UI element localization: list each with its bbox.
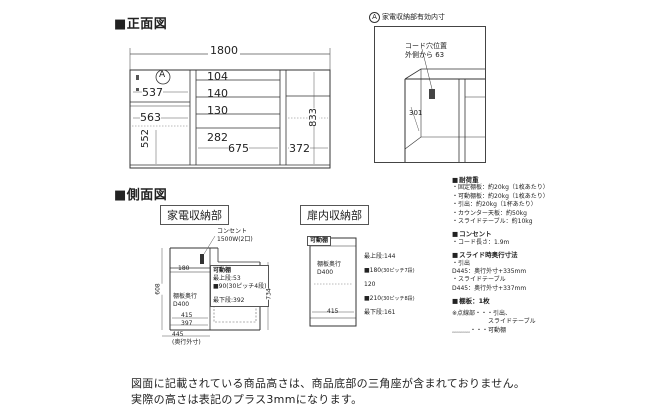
- kaden-consent-note: コンセント 1500W(2口): [217, 228, 253, 243]
- note-row: スライドテーブル: [452, 318, 536, 326]
- inset-drawing: [404, 48, 485, 162]
- kaden-label-box: 家電収納部: [160, 205, 229, 225]
- dim-563: 563: [140, 111, 161, 124]
- tobira-label-box: 扉内収納部: [300, 205, 369, 225]
- dim-833: 833: [308, 107, 320, 128]
- dim-537: 537: [142, 86, 163, 99]
- caption-line1: 図面に記載されている商品高さは、商品底部の三角座が含まれておりません。: [131, 377, 526, 390]
- kaden-d608: 608: [154, 283, 163, 295]
- kaden-d397: 397: [181, 320, 193, 327]
- side-view-title: ■側面図: [114, 188, 168, 203]
- note-row: ・スライドテーブル: [452, 276, 506, 284]
- tobira-d415: 415: [327, 308, 339, 315]
- kaden-shelf-box: 可動棚 最上段:53 ■90(30ピッチ4段) 最下段:392: [210, 265, 270, 307]
- kaden-d415: 415: [181, 312, 193, 319]
- tobira-levels: 最上段:144 ■180(30ピッチ7段) 120 ■210(30ピッチ8段) …: [364, 253, 415, 316]
- caption-line2: 実際の高さは表記のプラス3mmになります。: [131, 393, 363, 406]
- front-marker-label: A: [159, 70, 166, 80]
- note-row: ・固定棚板：約20kg（1枚あたり）: [452, 184, 549, 192]
- spec-notes: 耐荷重・固定棚板：約20kg（1枚あたり）・可動棚板：約20kg（1枚あたり）・…: [452, 176, 632, 335]
- dim-301: 301: [409, 109, 423, 117]
- note-heading: コンセント: [452, 230, 632, 238]
- dim-675: 675: [228, 142, 249, 155]
- note-row: ・コード長さ：1.9m: [452, 238, 510, 246]
- note-row: D445：奥行外寸+335mm: [452, 268, 527, 276]
- note-row: ・カウンター天板：約50kg: [452, 209, 527, 217]
- note-heading: 耐荷重: [452, 176, 632, 184]
- inset-frame: [374, 26, 486, 163]
- dim-130: 130: [207, 104, 228, 117]
- dim-282: 282: [207, 131, 228, 144]
- note-heading: 棚板：1枚: [452, 297, 632, 305]
- kaden-label: 家電収納部: [167, 209, 222, 222]
- tobira-label: 扉内収納部: [307, 209, 362, 222]
- note-row: ・引出：約20kg（1杯あたり）: [452, 201, 537, 209]
- front-width-label: 1800: [208, 44, 240, 57]
- kaden-d734: 734: [265, 288, 274, 300]
- note-row: D445：奥行外寸+337mm: [452, 284, 527, 292]
- cord-note: コード穴位置 外側から 63: [405, 42, 447, 59]
- tobira-side-drawing: [309, 237, 357, 327]
- tobira-tanaita: 棚板奥行 D400: [317, 261, 342, 276]
- dim-140: 140: [207, 87, 228, 100]
- kaden-d180: 180: [178, 265, 190, 272]
- note-row: ※点線部・・・引出、: [452, 309, 512, 317]
- note-heading: スライド時奥行寸法: [452, 251, 632, 259]
- front-view-title: ■正面図: [114, 17, 168, 32]
- dim-372: 372: [289, 142, 310, 155]
- caption: 図面に記載されている商品高さは、商品底部の三角座が含まれておりません。 実際の高…: [131, 376, 525, 408]
- note-row: ・引出: [452, 259, 471, 267]
- kaden-d445: 445(奥行外寸): [172, 331, 201, 346]
- note-row: ・スライドテーブル：約10kg: [452, 218, 533, 226]
- kaden-tanaita: 棚板奥行 D400: [173, 293, 198, 308]
- note-row: ・可動棚板：約20kg（1枚あたり）: [452, 192, 549, 200]
- dim-552: 552: [140, 128, 152, 149]
- tobira-shelf-box: 可動棚: [307, 236, 332, 246]
- dim-104: 104: [207, 70, 228, 83]
- inset-marker: A: [369, 12, 380, 23]
- note-row: ﹏﹏﹏・・・可動棚: [452, 326, 507, 334]
